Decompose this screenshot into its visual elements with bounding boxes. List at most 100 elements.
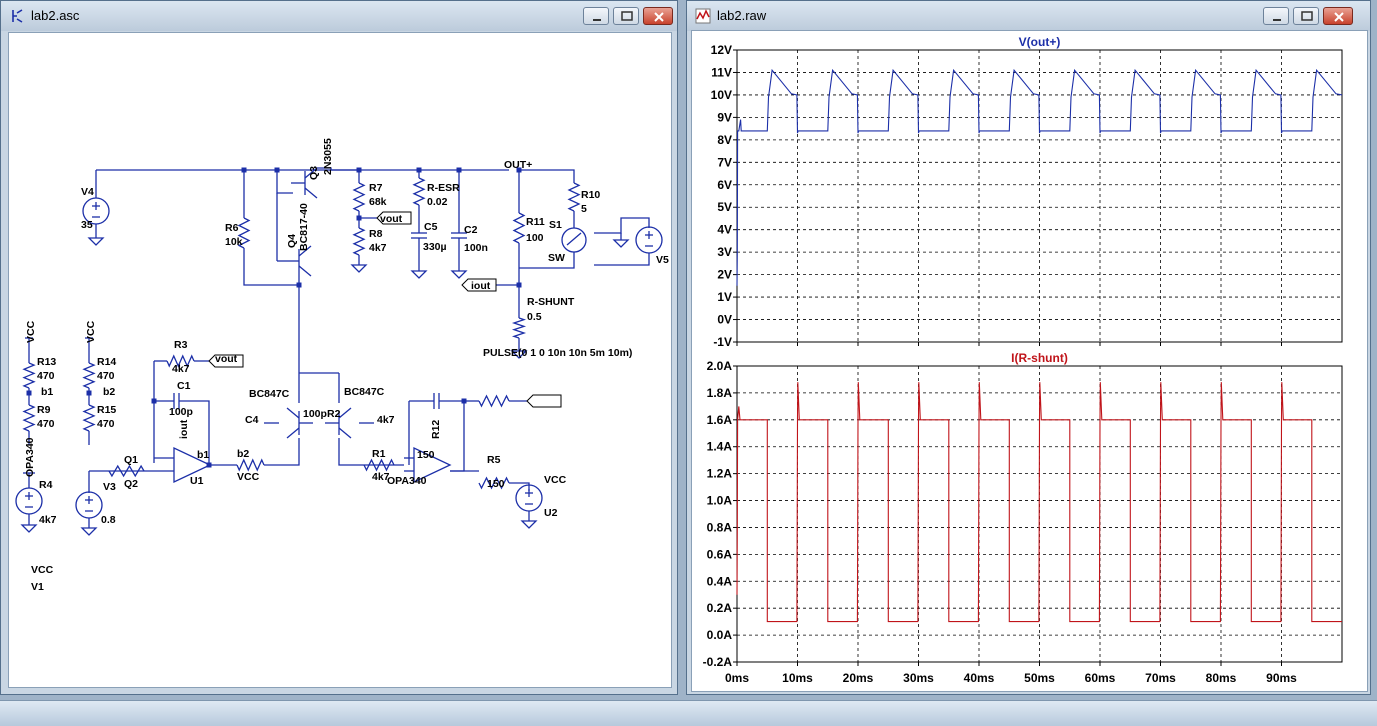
transistor-q3 bbox=[304, 187, 318, 199]
schematic-label: R4 bbox=[39, 479, 53, 491]
resistor-r4 bbox=[478, 476, 510, 490]
close-button[interactable] bbox=[1323, 7, 1353, 25]
schematic-label: 4k7 bbox=[372, 471, 390, 483]
minimize-icon bbox=[1273, 19, 1281, 21]
schematic-label: 100n bbox=[464, 242, 488, 254]
minimize-button[interactable] bbox=[1263, 7, 1289, 25]
schematic-label: R10 bbox=[581, 189, 600, 201]
taskbar bbox=[0, 700, 1377, 726]
maximize-button[interactable] bbox=[1293, 7, 1319, 25]
junction bbox=[206, 462, 212, 468]
transistor-q1 bbox=[286, 427, 300, 439]
schematic-label: C1 bbox=[177, 380, 191, 392]
waveform-plot[interactable]: V(out+)12V11V10V9V8V7V6V5V4V3V2V1V0V-1VI… bbox=[692, 31, 1368, 692]
schematic-label: OPA340 bbox=[387, 475, 427, 487]
schematic-label: U1 bbox=[190, 475, 204, 487]
source-v2 bbox=[75, 491, 103, 519]
source-v1 bbox=[15, 487, 43, 515]
y-tick-label: -1V bbox=[713, 335, 732, 349]
schematic-label: VCC bbox=[85, 320, 97, 343]
schematic-label: R9 bbox=[37, 404, 51, 416]
y-tick-label: 6V bbox=[717, 178, 732, 192]
schematic-label: b1 bbox=[197, 449, 209, 461]
schematic-label: R14 bbox=[97, 356, 116, 368]
x-tick-label: 0ms bbox=[725, 671, 749, 685]
ground-icon bbox=[612, 239, 630, 248]
schematic-label: 0.8 bbox=[101, 514, 116, 526]
schematic-label: 4k7 bbox=[377, 414, 395, 426]
resistor-r15 bbox=[82, 404, 96, 432]
waveform-titlebar[interactable]: lab2.raw bbox=[687, 1, 1370, 31]
schematic-label: V4 bbox=[81, 186, 94, 198]
series-line bbox=[736, 68, 1343, 286]
schematic-label: 470 bbox=[37, 370, 55, 382]
wire bbox=[264, 438, 300, 466]
schematic-label: R8 bbox=[369, 228, 383, 240]
wire bbox=[594, 217, 650, 234]
switch-s1 bbox=[566, 232, 582, 246]
schematic-label: 10k bbox=[225, 236, 243, 248]
transistor-q2 bbox=[338, 427, 352, 439]
resistor-r12 bbox=[236, 458, 265, 472]
resistor-r9 bbox=[22, 404, 36, 432]
resistor-r7 bbox=[352, 182, 366, 212]
schematic-label: 4k7 bbox=[369, 242, 387, 254]
schematic-label: 4k7 bbox=[172, 363, 190, 375]
x-tick-label: 10ms bbox=[782, 671, 813, 685]
x-tick-label: 40ms bbox=[964, 671, 995, 685]
source-v5 bbox=[635, 226, 663, 254]
ground-icon bbox=[87, 237, 105, 246]
schematic-label: 330µ bbox=[423, 241, 447, 253]
switch-s1 bbox=[561, 227, 587, 253]
schematic-label: 68k bbox=[369, 196, 387, 208]
schematic-label: 470 bbox=[97, 370, 115, 382]
schematic-label: V3 bbox=[103, 481, 116, 493]
schematic-label: C4 bbox=[245, 414, 259, 426]
schematic-label: R12 bbox=[430, 420, 442, 439]
maximize-icon bbox=[621, 11, 633, 21]
schematic-label: Q2 bbox=[124, 478, 138, 490]
schematic-label: R3 bbox=[174, 339, 188, 351]
schematic-label: U2 bbox=[544, 507, 558, 519]
plot-title: V(out+) bbox=[1019, 35, 1061, 49]
maximize-button[interactable] bbox=[613, 7, 639, 25]
schematic-label: PULSE(0 1 0 10n 10n 5m 10m) bbox=[483, 347, 632, 359]
ground-icon bbox=[80, 527, 98, 536]
y-tick-label: 2.0A bbox=[707, 359, 733, 373]
y-tick-label: 1V bbox=[717, 290, 732, 304]
schematic-label: BC847C bbox=[249, 388, 290, 400]
minimize-button[interactable] bbox=[583, 7, 609, 25]
resistor-r-esr bbox=[412, 177, 426, 206]
minimize-icon bbox=[593, 19, 601, 21]
ground-icon bbox=[350, 264, 368, 273]
schematic-label: 470 bbox=[37, 418, 55, 430]
x-tick-label: 70ms bbox=[1145, 671, 1176, 685]
y-tick-label: 0.2A bbox=[707, 601, 733, 615]
y-tick-label: 0V bbox=[717, 313, 732, 327]
wire bbox=[317, 167, 359, 171]
schematic-label: b1 bbox=[41, 386, 53, 398]
schematic-label: OPA340 bbox=[24, 437, 36, 477]
y-tick-label: 1.6A bbox=[707, 413, 733, 427]
schematic-label: R13 bbox=[37, 356, 56, 368]
y-tick-label: 1.0A bbox=[707, 494, 733, 508]
opamp-u1 bbox=[173, 446, 212, 484]
x-tick-label: 20ms bbox=[843, 671, 874, 685]
schematic-titlebar[interactable]: lab2.asc bbox=[1, 1, 677, 31]
series-line bbox=[736, 382, 1342, 623]
wire bbox=[594, 253, 650, 266]
transistor-q4 bbox=[298, 245, 312, 257]
wire bbox=[276, 170, 293, 194]
ground-icon bbox=[520, 520, 538, 529]
close-button[interactable] bbox=[643, 7, 673, 25]
x-tick-label: 30ms bbox=[903, 671, 934, 685]
y-tick-label: 7V bbox=[717, 155, 732, 169]
resistor-r-shunt bbox=[511, 317, 527, 339]
resistor-r2 bbox=[478, 394, 510, 408]
schematic-label: 150 bbox=[417, 449, 435, 461]
